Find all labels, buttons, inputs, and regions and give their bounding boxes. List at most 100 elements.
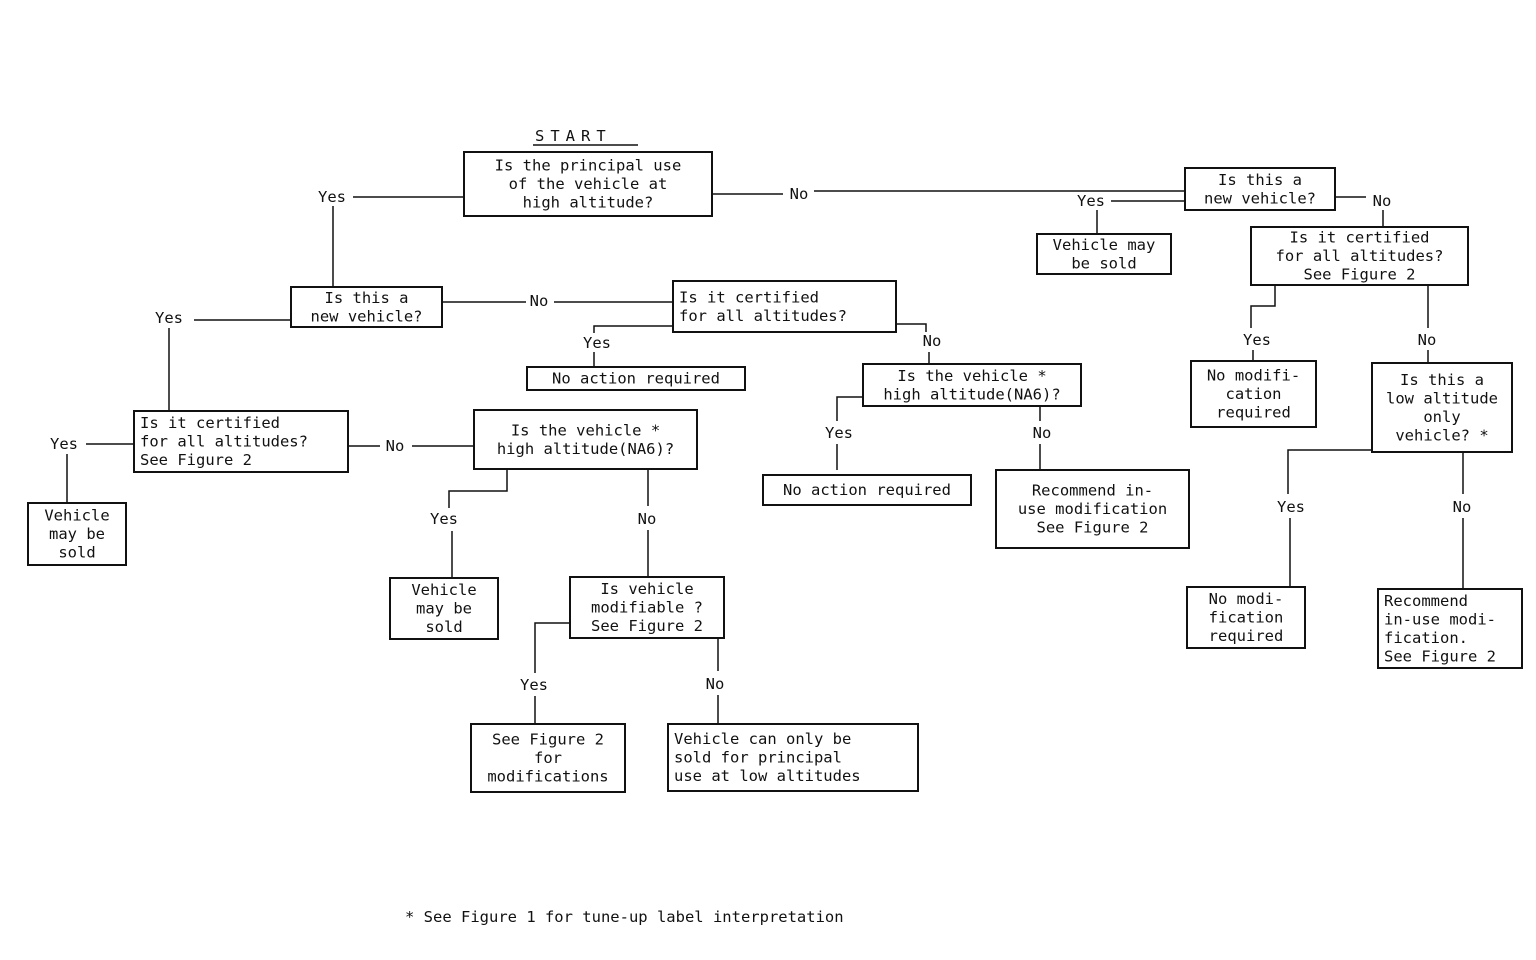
edge-label-na6-left-no: No	[638, 510, 657, 528]
node-text-line: vehicle? *	[1395, 426, 1488, 444]
node-text-line: for all altitudes?	[1276, 247, 1444, 265]
node-text-line: Is it certified	[679, 288, 819, 306]
node-text-line: Is this a	[1400, 371, 1484, 389]
box-border	[569, 576, 725, 639]
box-border	[1377, 588, 1523, 669]
edge-label-na6-mid-yes: Yes	[825, 424, 853, 442]
node-text-line: cation	[1226, 385, 1282, 403]
node-text-line: Is the vehicle *	[897, 367, 1046, 385]
box-border	[862, 363, 1082, 407]
node-text-line: new vehicle?	[1204, 189, 1316, 207]
box-border	[470, 723, 626, 793]
edge-label-cert-left-yes: Yes	[50, 435, 78, 453]
node-text-line: sold for principal	[674, 749, 842, 767]
node-text-line: fication.	[1384, 629, 1468, 647]
node-text-line: low altitude	[1386, 389, 1498, 407]
node-text-line: See Figure 2	[1037, 519, 1149, 537]
node-text-line: Recommend in-	[1032, 482, 1153, 500]
terminal-box-end-no-action-1: No action required	[526, 366, 746, 391]
box-border	[526, 366, 746, 391]
box-border	[1371, 362, 1513, 453]
node-text-line: only	[1423, 408, 1460, 426]
node-text-line: be sold	[1071, 254, 1136, 272]
node-text-line: Is this a	[1218, 171, 1302, 189]
box-border	[133, 410, 349, 473]
node-text-line: See Figure 2	[492, 731, 604, 749]
node-text-line: See Figure 2	[140, 451, 252, 469]
node-text-line: No modifi-	[1207, 367, 1300, 385]
edge-label-na6-mid-no: No	[1033, 424, 1052, 442]
terminal-box-end-no-action-2: No action required	[762, 474, 972, 506]
box-border	[1186, 586, 1306, 649]
edge-label-cert-right-no: No	[1418, 331, 1437, 349]
box-border	[473, 409, 698, 470]
connector	[1287, 449, 1372, 494]
connector	[448, 469, 508, 508]
edge-label-new-right-yes: Yes	[1077, 192, 1105, 210]
edge-label-low-only-yes: Yes	[1277, 498, 1305, 516]
box-border	[389, 577, 499, 640]
node-text-line: of the vehicle at	[509, 175, 668, 193]
node-text-line: may be	[416, 600, 472, 618]
connector	[896, 323, 927, 332]
box-border	[1036, 233, 1172, 275]
node-text-line: Is the principal use	[495, 157, 682, 175]
node-text-line: See Figure 2	[591, 617, 703, 635]
edge-label-principal-yes: Yes	[318, 188, 346, 206]
edge-label-new-left-yes: Yes	[155, 309, 183, 327]
node-text-line: Vehicle may	[1053, 236, 1156, 254]
node-text-line: Vehicle	[44, 507, 109, 525]
node-text-line: use modification	[1018, 500, 1167, 518]
edge-label-cert-right-yes: Yes	[1243, 331, 1271, 349]
edge-label-modifiable-no: No	[706, 675, 725, 693]
node-text-line: high altitude(NA6)?	[883, 385, 1060, 403]
footnote: * See Figure 1 for tune-up label interpr…	[405, 908, 844, 926]
node-text-line: high altitude?	[523, 194, 654, 212]
node-text-line: No action required	[552, 370, 720, 388]
node-text-line: See Figure 2	[1384, 647, 1496, 665]
box-border	[290, 286, 443, 328]
edge-label-cert-mid-yes: Yes	[583, 334, 611, 352]
decision-box-q-na6-left: Is the vehicle *high altitude(NA6)?	[473, 409, 698, 470]
decision-box-q-na6-mid: Is the vehicle *high altitude(NA6)?	[862, 363, 1082, 407]
edge-label-new-right-no: No	[1373, 192, 1392, 210]
edge-label-cert-mid-no: No	[923, 332, 942, 350]
node-text-line: No action required	[783, 481, 951, 499]
node-text-line: for	[534, 749, 562, 767]
node-text-line: Vehicle	[411, 581, 476, 599]
node-text-line: Vehicle can only be	[674, 730, 851, 748]
node-text-line: modifiable ?	[591, 599, 703, 617]
node-text-line: for all altitudes?	[140, 433, 308, 451]
node-text-line: Is it certified	[140, 414, 280, 432]
box-border	[1190, 360, 1317, 428]
node-text-line: in-use modi-	[1384, 610, 1496, 628]
box-border	[667, 723, 919, 792]
node-text-line: for all altitudes?	[679, 307, 847, 325]
edge-label-na6-left-yes: Yes	[430, 510, 458, 528]
edge-label-cert-left-no: No	[386, 437, 405, 455]
node-text-line: Is the vehicle *	[511, 421, 660, 439]
edge-label-modifiable-yes: Yes	[520, 676, 548, 694]
box-border	[463, 151, 713, 217]
connector	[534, 622, 570, 673]
box-border	[995, 469, 1190, 549]
edge-label-principal-no: No	[790, 185, 809, 203]
node-text-line: Recommend	[1384, 592, 1468, 610]
